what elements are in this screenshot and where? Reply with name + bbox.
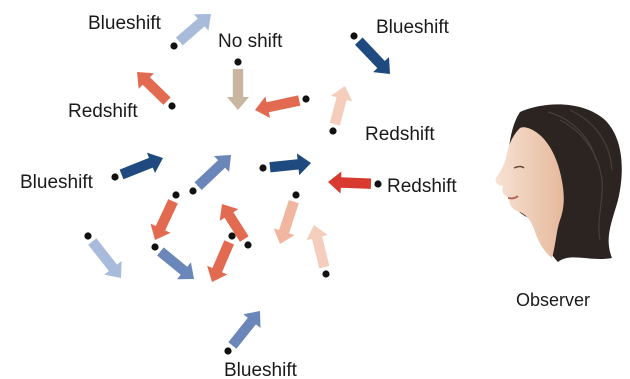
source-dot: [189, 187, 197, 195]
mouth-icon: [507, 195, 519, 200]
source-dot: [259, 164, 267, 172]
source-dot: [234, 58, 242, 66]
velocity-arrow: [228, 311, 261, 349]
label-blueshift-mid-left: Blueshift: [20, 172, 94, 193]
observer-head: [495, 104, 622, 262]
source-dot: [111, 173, 119, 181]
velocity-arrow: [150, 199, 178, 240]
source-dot: [350, 32, 358, 40]
source-dot: [151, 243, 159, 251]
velocity-arrow: [88, 238, 122, 278]
velocity-arrow: [255, 95, 301, 118]
face-shape: [495, 127, 564, 258]
velocity-arrow: [355, 37, 390, 74]
source-dot: [228, 232, 236, 240]
velocity-arrow: [119, 152, 163, 180]
source-dot: [172, 191, 180, 199]
velocity-arrow: [328, 171, 372, 194]
velocity-arrows: [84, 14, 390, 355]
label-no-shift: No shift: [218, 31, 283, 52]
hair-strand: [559, 119, 603, 241]
hair-strand: [547, 111, 597, 161]
velocity-arrow: [194, 155, 231, 190]
label-blueshift-top-right: Blueshift: [376, 17, 450, 38]
label-redshift-right: Redshift: [365, 124, 435, 145]
velocity-arrow: [175, 14, 211, 46]
label-redshift-mid-right: Redshift: [387, 176, 457, 197]
source-dot: [84, 232, 92, 240]
velocity-arrow: [219, 204, 249, 242]
label-redshift-left: Redshift: [68, 101, 138, 122]
hair-strand: [569, 109, 613, 171]
eye-icon: [513, 165, 525, 169]
velocity-arrow: [273, 200, 299, 244]
velocity-arrow: [269, 153, 311, 176]
source-dot: [302, 95, 310, 103]
label-blueshift-top-left: Blueshift: [88, 13, 162, 34]
velocity-arrow: [329, 86, 353, 126]
source-dot: [322, 270, 330, 278]
velocity-arrow: [207, 240, 234, 282]
label-observer: Observer: [516, 290, 590, 310]
source-dot: [244, 241, 252, 249]
source-dot: [170, 42, 178, 50]
velocity-arrow: [137, 72, 171, 105]
source-dot: [374, 180, 382, 188]
source-dot: [168, 102, 176, 110]
source-dot: [224, 347, 232, 355]
velocity-arrow: [306, 225, 330, 269]
velocity-arrow: [157, 247, 194, 280]
source-dot: [292, 191, 300, 199]
label-blueshift-bottom: Blueshift: [224, 360, 298, 379]
source-dot: [329, 127, 337, 135]
velocity-arrow: [227, 69, 249, 110]
